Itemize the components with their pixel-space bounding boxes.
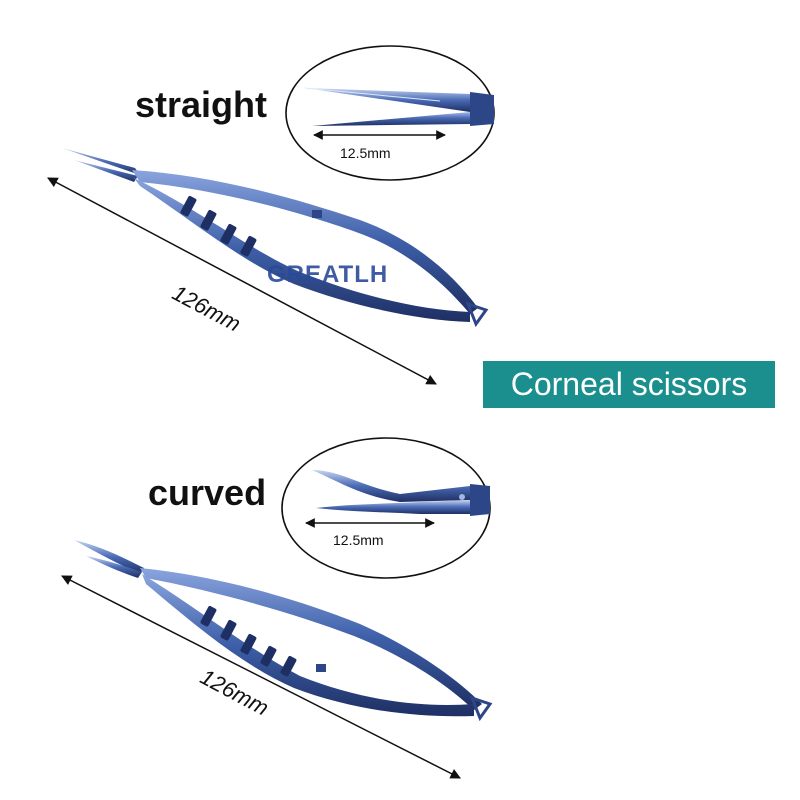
curved-length-dimension-line	[61, 575, 461, 779]
curved-tip-blades	[312, 470, 490, 516]
brand-watermark: GREATLH	[267, 261, 389, 288]
product-name-badge: Corneal scissors	[510, 366, 748, 402]
curved-blade-length-label: 12.5mm	[333, 532, 384, 548]
straight-variant-label: straight	[135, 84, 268, 125]
straight-tip-callout	[285, 45, 495, 181]
curved-variant-label: curved	[148, 472, 267, 513]
product-badge-background	[483, 361, 775, 408]
straight-tip-blades	[304, 87, 494, 126]
curved-tip-callout	[281, 437, 491, 579]
straight-length-dimension-line	[47, 177, 437, 385]
straight-blade-length-label: 12.5mm	[340, 145, 391, 161]
